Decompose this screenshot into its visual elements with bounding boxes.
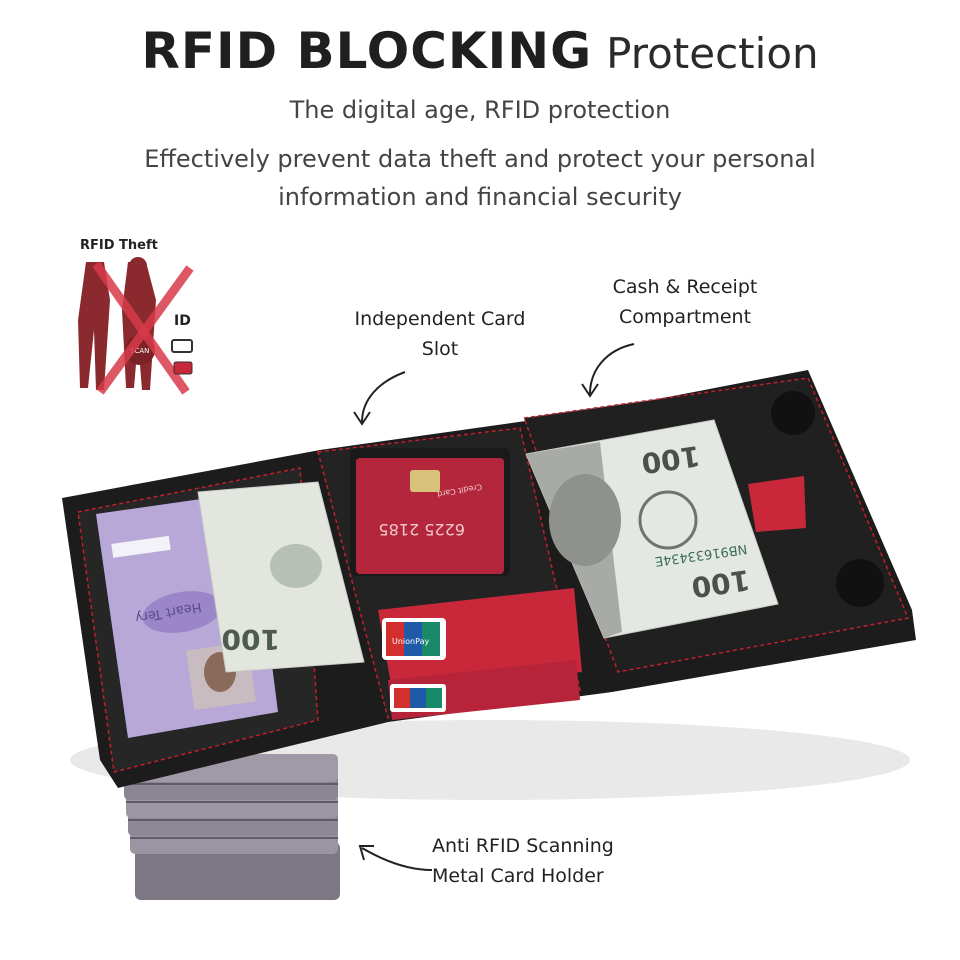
left-bill-value: 100 [222, 623, 280, 656]
page-title: RFID BLOCKING Protection [0, 22, 960, 80]
pocket-cards: UnionPay [378, 588, 582, 720]
description: Effectively prevent data theft and prote… [144, 145, 816, 211]
subtitle: The digital age, RFID protection [289, 96, 671, 124]
card-slot-arrow [361, 371, 406, 423]
id-label: ID [174, 313, 191, 329]
right-bill-bottom-value: 100 [689, 563, 751, 604]
window-card-number: 6225 2185 [378, 520, 465, 539]
rfid-theft-icon: SCAN [78, 257, 194, 395]
title-bold: RFID BLOCKING [141, 22, 593, 80]
card-slot-label: Independent Card Slot [354, 308, 526, 360]
metal-holder-label: Anti RFID Scanning Metal Card Holder [432, 835, 614, 887]
cash-arrow [589, 343, 635, 395]
title-light: Protection [606, 29, 819, 78]
rfid-theft-label: RFID Theft [80, 238, 158, 253]
metal-card-holder [122, 754, 340, 900]
scan-text: SCAN [130, 347, 149, 355]
cash-compartment-label: Cash & Receipt Compartment [612, 276, 758, 328]
unionpay-text: UnionPay [392, 637, 429, 646]
right-bill-top-value: 100 [639, 439, 701, 480]
left-banknote: 100 [197, 481, 365, 673]
metal-holder-arrow [361, 847, 433, 871]
right-red-card [748, 476, 806, 532]
window-card: 6225 2185 Credit Card [350, 448, 510, 576]
right-banknote: 100 100 NB91633434E [525, 419, 779, 639]
